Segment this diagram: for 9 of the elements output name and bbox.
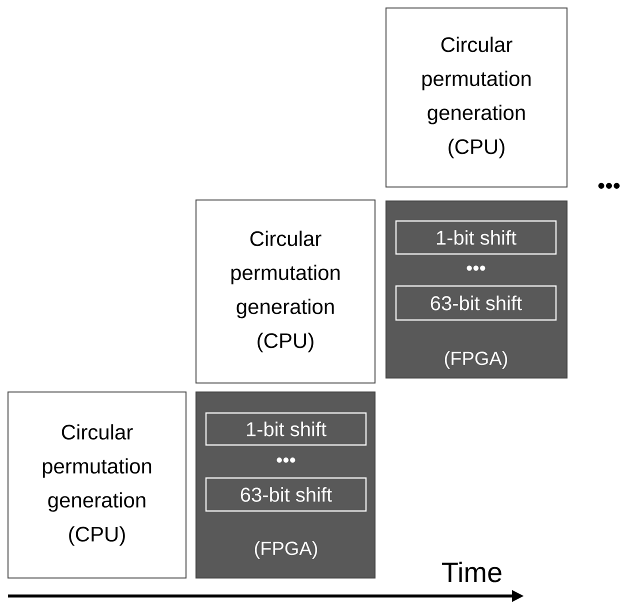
shift-box: 63-bit shift: [205, 477, 367, 512]
shift-box: 1-bit shift: [205, 412, 367, 446]
shift-box: 1-bit shift: [395, 220, 557, 255]
axis-label: Time: [442, 562, 502, 582]
cpu-box: Circular permutation generation (CPU): [196, 200, 376, 384]
ellipsis-label: •••: [598, 182, 620, 189]
cpu-box: Circular permutation generation (CPU): [386, 8, 568, 188]
shift-box: 63-bit shift: [395, 285, 557, 321]
cpu-box: Circular permutation generation (CPU): [8, 392, 186, 578]
